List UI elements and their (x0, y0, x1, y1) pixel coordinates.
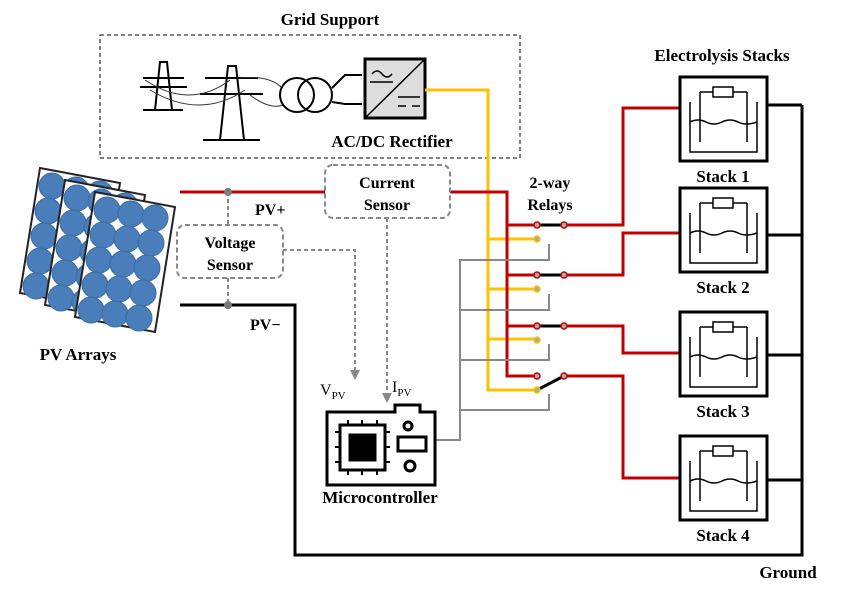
electrolysis-stacks-label: Electrolysis Stacks (654, 46, 790, 65)
stack-label: Stack 2 (696, 278, 749, 297)
grid-support-group: Grid Support AC/DC Rectifier (99, 10, 521, 159)
ipv-label: IPV (392, 379, 411, 399)
relay-switch-2 (533, 271, 568, 293)
relay-switch-4 (533, 372, 568, 394)
rectifier-label: AC/DC Rectifier (331, 132, 453, 151)
electrolysis-stack-2: Stack 2 (678, 186, 769, 297)
microcontroller-icon (325, 403, 437, 487)
pv-plus-wire (180, 190, 537, 378)
stack-ground-wires (767, 103, 802, 482)
voltage-sensor-box (176, 224, 284, 279)
transformer-icon (279, 74, 362, 113)
yellow-grid-wire (425, 88, 537, 392)
voltage-sensor-label: Voltage (205, 235, 256, 252)
stack-label: Stack 4 (696, 526, 750, 545)
pv-minus-label: PV− (250, 317, 280, 334)
current-sensor-label: Current (359, 175, 415, 192)
relays-label: 2-way (530, 175, 571, 192)
sensor-signal-lines (283, 218, 388, 395)
grid-support-box (99, 34, 521, 159)
vpv-label: VPV (320, 382, 346, 402)
voltage-sensor-label: Sensor (207, 257, 253, 274)
relays-label: Relays (527, 197, 572, 214)
arrow-icon (350, 370, 392, 403)
relay-switches (533, 221, 568, 394)
current-sensor-label: Sensor (364, 197, 410, 214)
pv-arrays-label: PV Arrays (40, 345, 117, 364)
pv-array-icon (18, 166, 177, 334)
electrolysis-stack-3: Stack 3 (678, 310, 769, 421)
stack-label: Stack 1 (696, 167, 749, 186)
stack-label: Stack 3 (696, 402, 749, 421)
transmission-tower-icon (140, 61, 284, 141)
control-wires (435, 244, 550, 441)
relay-switch-1 (533, 221, 568, 243)
rectifier-icon (363, 57, 427, 120)
electrolysis-stack-4: Stack 4 (678, 434, 769, 545)
grid-support-label: Grid Support (281, 10, 380, 29)
ground-label: Ground (759, 563, 817, 582)
relay-stack-wires (564, 106, 680, 480)
relay-switch-3 (533, 322, 568, 344)
ground-wire (180, 105, 804, 557)
electrolysis-stack-1: Stack 1 (678, 75, 769, 186)
pv-panel (73, 190, 177, 334)
microcontroller-label: Microcontroller (322, 488, 438, 507)
pv-plus-label: PV+ (255, 202, 285, 219)
junction-dot (224, 301, 232, 309)
